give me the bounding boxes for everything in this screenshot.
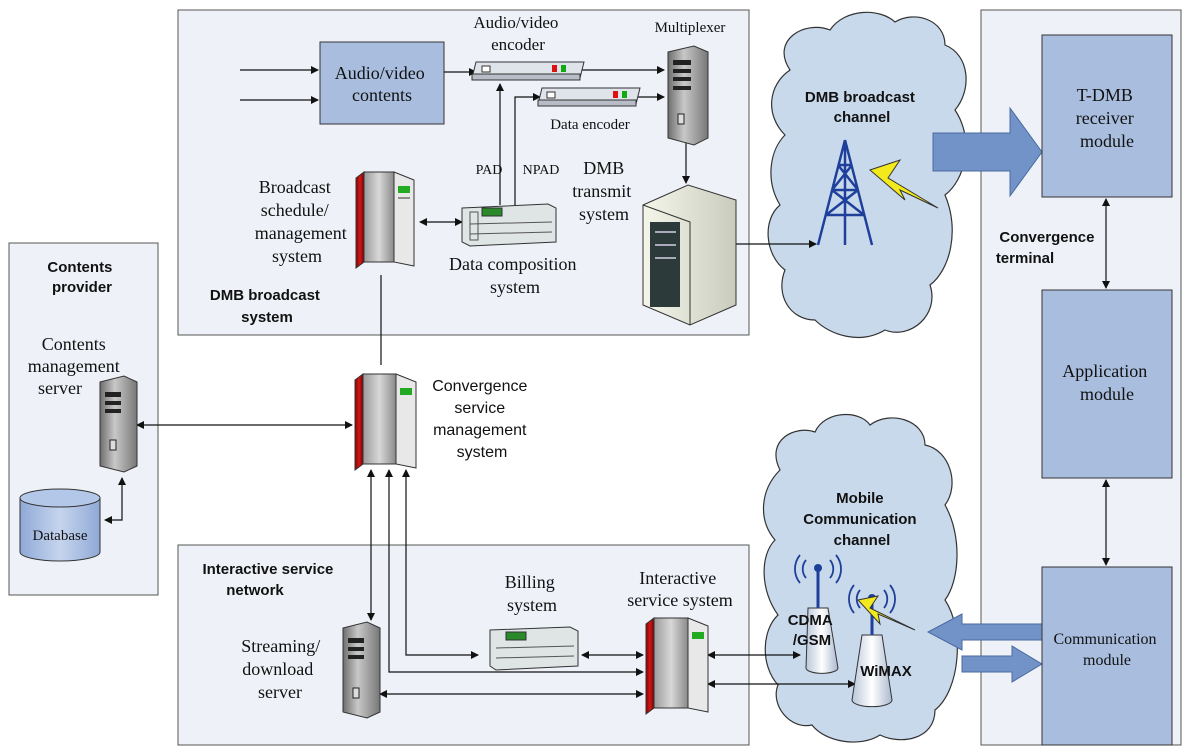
wimax-label: WiMAX bbox=[860, 663, 912, 680]
streaming-label: Streaming/ download server bbox=[241, 636, 325, 702]
tdmb-receiver-module bbox=[1041, 34, 1173, 198]
interactive-service-rack bbox=[645, 617, 709, 715]
streaming-server-device bbox=[342, 621, 381, 719]
cdma-gsm-label: CDMA /GSM bbox=[788, 612, 837, 649]
communication-module bbox=[1041, 566, 1173, 746]
communication-uplink-arrow bbox=[926, 613, 1043, 651]
dmb-broadcast-system-label: DMB broadcast system bbox=[210, 287, 324, 326]
broadcast-to-receiver-arrow bbox=[932, 106, 1043, 198]
av-encoder-label: Audio/video encoder bbox=[473, 13, 562, 54]
billing-device bbox=[489, 626, 579, 671]
contents-provider-label: Contents provider bbox=[47, 259, 116, 296]
interactive-service-label: Interactive service system bbox=[627, 568, 732, 610]
database-cylinder bbox=[19, 488, 101, 562]
data-encoder-label: Data encoder bbox=[550, 117, 630, 133]
connectors bbox=[104, 66, 1110, 698]
billing-label: Billing system bbox=[505, 572, 560, 615]
npad-label: NPAD bbox=[523, 163, 560, 178]
database-label: Database bbox=[33, 528, 88, 544]
data-composition-label: Data composition system bbox=[449, 254, 581, 297]
dmb-broadcast-channel-label: DMB broadcast channel bbox=[805, 89, 919, 126]
av-encoder-device bbox=[471, 61, 585, 81]
dmb-transmit-server-device bbox=[642, 184, 737, 326]
interactive-service-network-label: Interactive service network bbox=[202, 561, 337, 599]
contents-management-server-device bbox=[99, 375, 138, 473]
data-composition-device bbox=[461, 203, 557, 247]
wimax-antenna-icon bbox=[848, 584, 916, 708]
convergence-terminal-label: Convergence terminal bbox=[996, 229, 1099, 267]
multiplexer-device bbox=[667, 45, 709, 146]
broadcast-tower-icon bbox=[816, 139, 939, 246]
av-contents-label: Audio/video contents bbox=[335, 63, 430, 105]
cdma-antenna-icon bbox=[794, 554, 842, 674]
convergence-service-label: Convergence service management system bbox=[432, 378, 532, 461]
broadcast-schedule-rack bbox=[355, 171, 415, 269]
communication-label: Communication module bbox=[1053, 631, 1160, 669]
pad-label: PAD bbox=[476, 163, 503, 178]
mobile-communication-channel-label: Mobile Communication channel bbox=[803, 490, 921, 549]
convergence-service-rack bbox=[354, 373, 417, 471]
av-contents-box bbox=[319, 41, 445, 125]
broadcast-schedule-label: Broadcast schedule/ management system bbox=[255, 177, 351, 266]
data-encoder-device bbox=[537, 87, 641, 107]
communication-downlink-arrow bbox=[961, 645, 1043, 683]
dmb-broadcast-channel-cloud bbox=[767, 11, 967, 338]
application-label: Application module bbox=[1062, 361, 1151, 404]
tdmb-receiver-label: T-DMB receiver module bbox=[1076, 85, 1138, 151]
dmb-transmit-label: DMB transmit system bbox=[572, 158, 636, 224]
contents-management-server-label: Contents management server bbox=[28, 334, 124, 398]
multiplexer-label: Multiplexer bbox=[655, 20, 726, 36]
application-module bbox=[1041, 289, 1173, 479]
